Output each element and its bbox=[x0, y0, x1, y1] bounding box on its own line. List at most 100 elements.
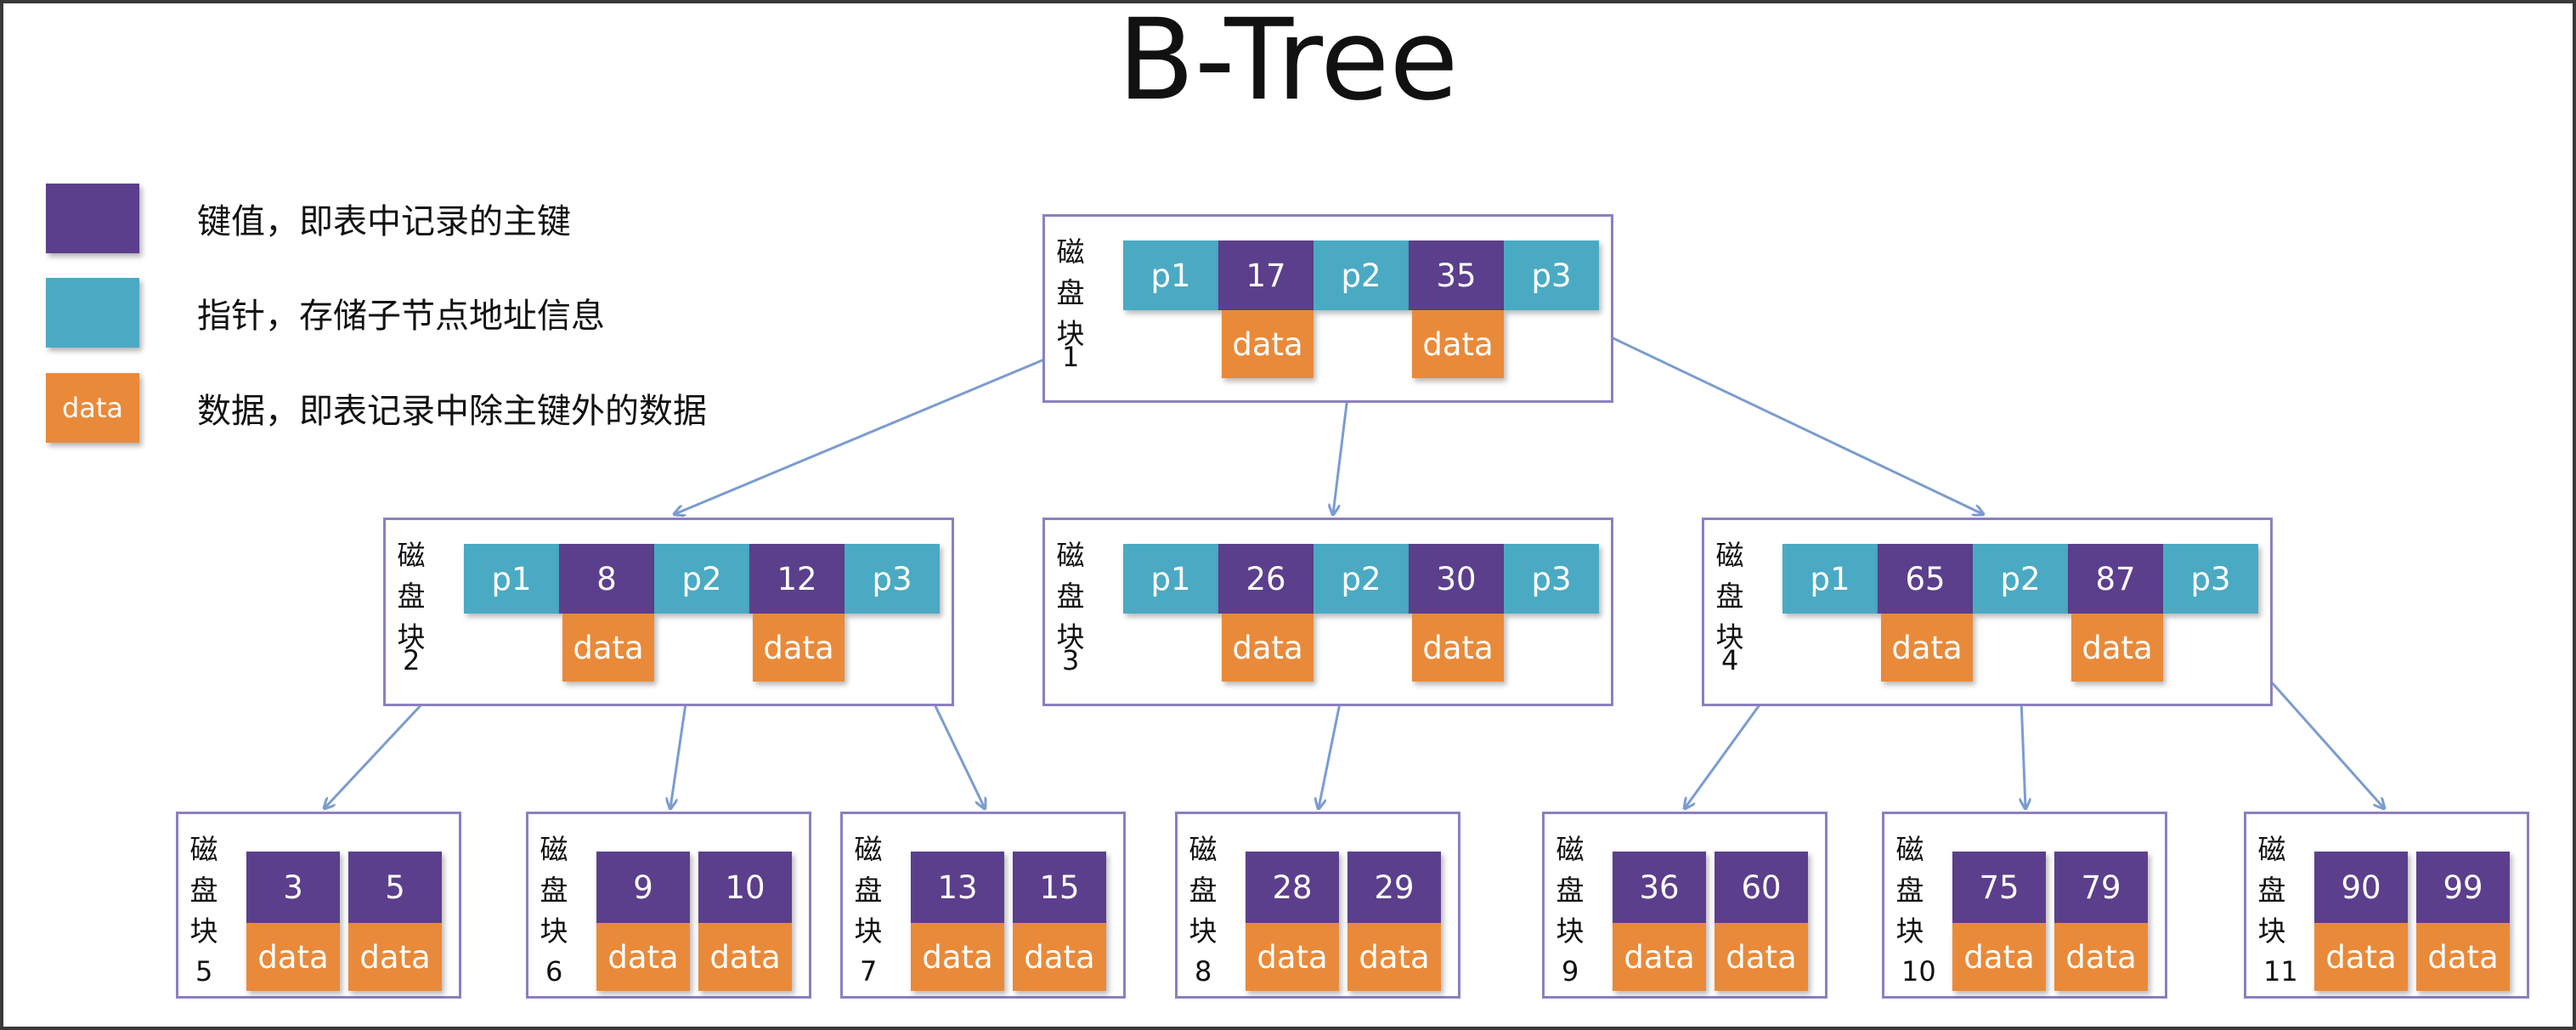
pointer-p1: p1 bbox=[1123, 241, 1218, 310]
data-cell-label: data bbox=[1359, 938, 1430, 976]
disk-block-label: 磁盘块 bbox=[539, 833, 568, 948]
key-k1-label: 28 bbox=[1272, 869, 1313, 906]
key-k1: 90 bbox=[2314, 852, 2408, 923]
key-k2-label: 87 bbox=[2095, 560, 2136, 597]
disk-block-label: 磁盘块 bbox=[397, 539, 426, 654]
edge-1-p3-to-4 bbox=[1548, 306, 1983, 514]
data-cell-label: data bbox=[763, 629, 834, 666]
pointer-p3-label: p3 bbox=[1531, 560, 1572, 597]
data-cell: data bbox=[1613, 923, 1706, 991]
data-cell-label: data bbox=[359, 938, 431, 976]
key-k2-label: 79 bbox=[2081, 869, 2121, 906]
key-k1-label: 17 bbox=[1246, 257, 1286, 294]
key-swatch-icon bbox=[46, 184, 139, 253]
key-k1: 36 bbox=[1613, 852, 1706, 923]
data-cell-label: data bbox=[1024, 938, 1095, 976]
diagram-canvas: B-Tree 键值，即表中记录的主键 指针，存储子节点地址信息 data 数据，… bbox=[3, 3, 2573, 1027]
key-k2-label: 60 bbox=[1741, 869, 1782, 906]
data-cell-label: data bbox=[607, 938, 679, 976]
data-cell: data bbox=[1222, 310, 1313, 378]
pointer-p3-label: p3 bbox=[872, 560, 912, 597]
data-cell: data bbox=[1412, 614, 1504, 682]
key-k1-label: 13 bbox=[937, 869, 978, 906]
disk-block-number: 10 bbox=[1901, 955, 1936, 988]
data-cell: data bbox=[246, 923, 340, 991]
data-cell: data bbox=[348, 923, 442, 991]
pointer-p2: p2 bbox=[1313, 241, 1409, 310]
data-swatch-icon: data bbox=[46, 373, 139, 443]
diagram-title: B-Tree bbox=[1117, 3, 1459, 126]
key-k1-label: 3 bbox=[283, 869, 303, 906]
pointer-p1: p1 bbox=[1782, 544, 1878, 614]
disk-block-9: 磁盘块 9 36 data 60 data bbox=[1542, 812, 1827, 999]
key-k1: 65 bbox=[1878, 544, 1973, 614]
legend-pointer-text: 指针，存储子节点地址信息 bbox=[197, 297, 605, 336]
legend-key-text: 键值，即表中记录的主键 bbox=[197, 202, 571, 241]
data-cell: data bbox=[911, 923, 1004, 991]
key-k1: 3 bbox=[246, 852, 340, 923]
disk-block-label: 磁盘块 bbox=[1056, 235, 1085, 350]
data-cell-label: data bbox=[1726, 938, 1797, 976]
data-cell-label: data bbox=[922, 938, 993, 976]
pointer-p3: p3 bbox=[2163, 544, 2258, 614]
pointer-p1: p1 bbox=[1123, 544, 1218, 614]
key-k2-label: 15 bbox=[1039, 869, 1080, 906]
key-k2: 12 bbox=[749, 544, 845, 614]
disk-block-number: 9 bbox=[1562, 955, 1579, 988]
key-k2: 87 bbox=[2068, 544, 2163, 614]
key-k2-label: 30 bbox=[1436, 560, 1477, 597]
data-cell: data bbox=[2314, 923, 2408, 991]
pointer-p3: p3 bbox=[845, 544, 940, 614]
key-k1-label: 8 bbox=[596, 560, 617, 597]
data-cell-label: data bbox=[1232, 325, 1303, 363]
data-swatch-label: data bbox=[61, 392, 124, 424]
pointer-p2: p2 bbox=[654, 544, 749, 614]
key-k2: 30 bbox=[1409, 544, 1504, 614]
disk-block-number: 2 bbox=[403, 644, 421, 676]
key-k1: 28 bbox=[1246, 852, 1339, 923]
disk-block-number: 1 bbox=[1062, 341, 1080, 373]
disk-block-label: 磁盘块 bbox=[1556, 833, 1585, 948]
key-k2-label: 29 bbox=[1374, 869, 1415, 906]
key-k2: 60 bbox=[1715, 852, 1808, 923]
data-cell-label: data bbox=[1422, 629, 1494, 666]
legend-key: 键值，即表中记录的主键 bbox=[46, 184, 571, 253]
disk-block-number: 8 bbox=[1195, 955, 1212, 988]
key-k1-label: 36 bbox=[1639, 869, 1680, 906]
key-k1-label: 65 bbox=[1905, 560, 1946, 597]
data-cell: data bbox=[2416, 923, 2510, 991]
pointer-p3: p3 bbox=[1504, 241, 1599, 310]
legend-data-text: 数据，即表记录中除主键外的数据 bbox=[197, 392, 707, 431]
key-k2: 10 bbox=[698, 852, 792, 923]
legend-data: data 数据，即表记录中除主键外的数据 bbox=[46, 373, 707, 443]
disk-block-label: 磁盘块 bbox=[2257, 833, 2286, 948]
data-cell-label: data bbox=[2325, 938, 2397, 976]
key-k2-label: 10 bbox=[725, 869, 765, 906]
data-cell-label: data bbox=[573, 629, 644, 666]
data-cell-label: data bbox=[1891, 629, 1963, 666]
data-cell-label: data bbox=[1422, 325, 1494, 363]
data-cell: data bbox=[698, 923, 792, 991]
disk-block-number: 3 bbox=[1062, 644, 1080, 676]
data-cell: data bbox=[1013, 923, 1106, 991]
data-cell-label: data bbox=[1963, 938, 2035, 976]
data-cell: data bbox=[1246, 923, 1339, 991]
data-cell-label: data bbox=[257, 938, 329, 976]
key-k2: 15 bbox=[1013, 852, 1106, 923]
data-cell: data bbox=[2071, 614, 2163, 682]
data-cell: data bbox=[1347, 923, 1441, 991]
pointer-p2: p2 bbox=[1313, 544, 1409, 614]
data-cell: data bbox=[562, 614, 654, 682]
key-k1: 26 bbox=[1218, 544, 1313, 614]
data-cell: data bbox=[1222, 614, 1313, 682]
pointer-p1-label: p1 bbox=[1810, 560, 1850, 597]
data-cell-label: data bbox=[2427, 938, 2499, 976]
data-cell: data bbox=[1952, 923, 2046, 991]
